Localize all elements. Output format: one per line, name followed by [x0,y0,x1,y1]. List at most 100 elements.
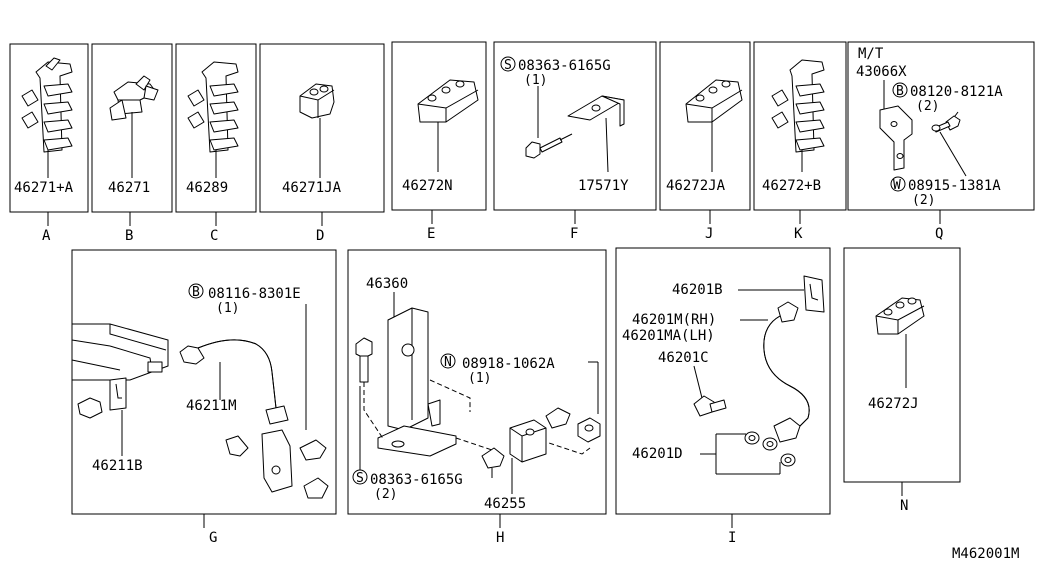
panel-e-frame [391,41,487,211]
panel-b-frame [91,43,173,213]
bolt-46201c-drawing [693,395,727,417]
panel-f-letter: F [570,226,578,242]
bolt-long-drawing [355,337,373,383]
block-46255-drawing [509,419,547,463]
panel-n-letter: N [900,498,908,514]
bolt-prefix-b: B [896,84,904,99]
washers-46201d-drawing [744,431,796,467]
quantity-2-washer: (2) [912,193,935,208]
quantity-2-bolt: (2) [916,99,939,114]
screws-h-drawing [481,407,571,469]
nut-symbol-n [440,353,456,369]
hose-46201m-drawing [763,301,810,443]
part-number-46201m-rh: 46201M(RH) [632,312,716,328]
clip-46201b-drawing [803,275,825,313]
clip-46271ja-drawing [299,83,335,119]
screw-prefix-s: S [504,58,512,73]
panel-q-letter: Q [935,226,943,242]
panel-b[interactable]: 46271 B [91,43,173,244]
part-number-17571y: 17571Y [578,178,629,194]
panel-d-frame [259,43,385,213]
screw-prefix-s-h: S [356,471,364,486]
part-number-08363-6165g-h: 08363-6165G [370,472,463,488]
panel-i[interactable]: 46201B 46201M(RH) 46201MA(LH) 46201C [615,247,831,546]
panel-d[interactable]: 46271JA D [259,43,385,244]
bracket-46360-drawing [377,307,457,457]
panel-j-letter: J [705,226,713,242]
panel-a-letter: A [42,228,51,244]
clip-46271-a-drawing [21,57,73,153]
panel-f[interactable]: S 08363-6165G (1) 17571Y F [493,41,657,242]
screw-drawing [525,137,563,159]
part-number-46272n: 46272N [402,178,453,194]
bolts-drawing [225,435,329,499]
part-number-08363-6165g: 08363-6165G [518,58,611,74]
part-number-46289: 46289 [186,180,228,196]
washer-prefix-w: W [893,178,901,193]
screw-symbol-s [500,56,516,72]
clip-46272j-drawing [875,297,925,335]
panel-e[interactable]: 46272N E [391,41,487,242]
part-number-46201c: 46201C [658,350,709,366]
panel-j-frame [659,41,751,211]
part-number-46211b: 46211B [92,458,143,474]
part-number-08116-8301e: 08116-8301E [208,286,301,302]
part-number-46271ja: 46271JA [282,180,342,196]
panel-n[interactable]: 46272J N [843,247,961,514]
panel-i-letter: I [728,530,736,546]
panel-g-frame [71,249,337,515]
part-number-46272ja: 46272JA [666,178,726,194]
part-number-46272j: 46272J [868,396,919,412]
panel-j[interactable]: 46272JA J [659,41,751,242]
panel-h[interactable]: 46360 N 08918-1062A (1) [347,249,607,546]
part-number-08120-8121a: 08120-8121A [910,84,1003,100]
panel-h-letter: H [496,530,504,546]
clip-46211b-drawing [77,377,127,419]
clip-46272-b-drawing [771,59,825,153]
part-number-46201b: 46201B [672,282,723,298]
bolt-symbol-b [892,82,908,98]
clip-46289-drawing [187,61,239,153]
clip-46272n-drawing [417,79,479,123]
bracket-43066x-drawing [879,105,913,171]
variant-mt-label: M/T [858,46,884,62]
panel-k-letter: K [794,226,803,242]
washer-drawing [931,124,941,132]
bracket-17571y-drawing [567,95,625,127]
quantity-1-g: (1) [216,301,239,316]
quantity-1: (1) [524,73,547,88]
part-number-43066x: 43066X [856,64,907,80]
part-number-08918-1062a: 08918-1062A [462,356,555,372]
quantity-2-h: (2) [374,487,397,502]
part-number-46271: 46271 [108,180,150,196]
panel-g[interactable]: B 08116-8301E (1) 46211M 46211B G [71,249,337,546]
part-number-08915-1381a: 08915-1381A [908,178,1001,194]
panel-q[interactable]: M/T 43066X B 08120-8121A (2) W 08915-138… [847,41,1035,242]
part-number-46201d: 46201D [632,446,683,462]
panel-c-letter: C [210,228,218,244]
panel-a[interactable]: 46271+A A [9,43,89,244]
washer-symbol-w [890,176,906,192]
part-number-46211m: 46211M [186,398,237,414]
hose-46211m-drawing [179,339,293,493]
panel-f-frame [493,41,657,211]
panel-d-letter: D [316,228,324,244]
panel-b-letter: B [125,228,133,244]
panel-i-frame [615,247,831,515]
panel-k[interactable]: 46272+B K [753,41,847,242]
clip-46272ja-drawing [685,79,743,123]
part-number-46272-b: 46272+B [762,178,821,194]
part-number-46255: 46255 [484,496,526,512]
bolt-prefix-b-g: B [192,285,200,300]
quantity-1-h: (1) [468,371,491,386]
diagram-code: M462001M [952,546,1019,562]
panel-g-letter: G [209,530,217,546]
nut-drawing [577,417,601,443]
part-number-46360: 46360 [366,276,408,292]
nut-prefix-n: N [444,355,452,370]
panel-c[interactable]: 46289 C [175,43,257,244]
bolt-symbol-b-g [188,283,204,299]
part-number-46271-a: 46271+A [14,180,74,196]
